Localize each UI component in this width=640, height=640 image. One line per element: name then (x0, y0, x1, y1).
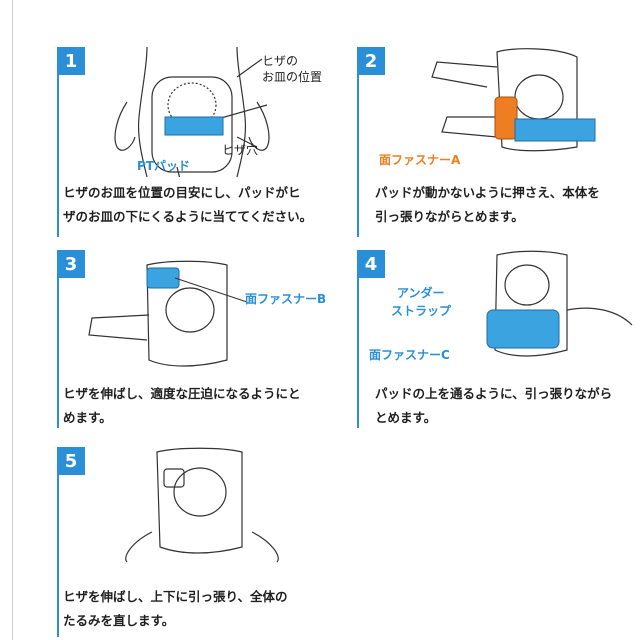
step-4-number: 4 (357, 250, 385, 278)
callout-fastener-c: 面ファスナーC (369, 348, 450, 362)
step-3: 3 面ファスナーB ヒザを伸ばし、適度な圧迫になるようにと めます。 (57, 250, 357, 428)
step-5-number: 5 (57, 447, 85, 475)
step-2: 2 面ファスナーA パッドが動かないように押さえ、本体を 引っ張りながらとめます… (357, 47, 640, 237)
step-5: 5 ヒザを伸ばし、上下に引っ張り、全体の たるみを直します。 (57, 447, 357, 637)
step-4-rule (357, 250, 359, 428)
step-5-caption-line-2: たるみを直します。 (63, 613, 175, 628)
step-5-illustration (125, 447, 279, 563)
step-2-illustration (431, 48, 596, 152)
callout-fastener-a: 面ファスナーA (379, 153, 461, 167)
step-5-caption-line-1: ヒザを伸ばし、上下に引っ張り、全体の (63, 589, 288, 604)
step-1-caption-line-2: ザのお皿の下にくるように当ててください。 (63, 209, 313, 224)
callout-under-strap-line-1: アンダー (397, 286, 445, 300)
step-5-rule (57, 447, 59, 637)
step-1-illustration (114, 47, 270, 177)
callout-fastener-b: 面ファスナーB (245, 292, 327, 306)
step-3-caption-line-1: ヒザを伸ばし、適度な圧迫になるようにと (63, 386, 301, 401)
callout-knee-hole: ヒザ穴 (222, 143, 259, 157)
step-4-illustration (486, 250, 633, 357)
step-3-caption-line-2: めます。 (63, 410, 112, 425)
callout-under-strap-line-2: ストラップ (391, 304, 452, 318)
step-2-caption-line-1: パッドが動かないように押さえ、本体を (375, 185, 600, 200)
callout-kneecap: ヒザの お皿の位置 (262, 54, 323, 84)
step-4-caption-line-1: パッドの上を通るように、引っ張りながら (375, 386, 613, 401)
step-4: 4 アンダー ストラップ 面ファスナーC パッドの上を通るように、引っ張りながら… (357, 250, 640, 428)
step-3-number: 3 (57, 250, 85, 278)
step-2-rule (357, 47, 359, 237)
page-left-rule (12, 0, 13, 640)
step-4-caption-line-2: とめます。 (375, 410, 437, 425)
step-2-number: 2 (357, 47, 385, 75)
step-2-caption-line-2: 引っ張りながらとめます。 (375, 209, 524, 224)
step-3-illustration (88, 260, 248, 367)
step-1-rule (57, 47, 59, 237)
step-1-number: 1 (57, 47, 85, 75)
step-1-caption-line-1: ヒザのお皿を位置の目安にし、パッドがヒ (63, 185, 301, 200)
step-3-rule (57, 250, 59, 428)
step-1: 1 ヒザの お皿の位置 PTパッド ヒザ穴 ヒザのお皿を位置の目安にし、パッドが… (57, 47, 357, 237)
callout-pt-pad: PTパッド (137, 159, 190, 173)
